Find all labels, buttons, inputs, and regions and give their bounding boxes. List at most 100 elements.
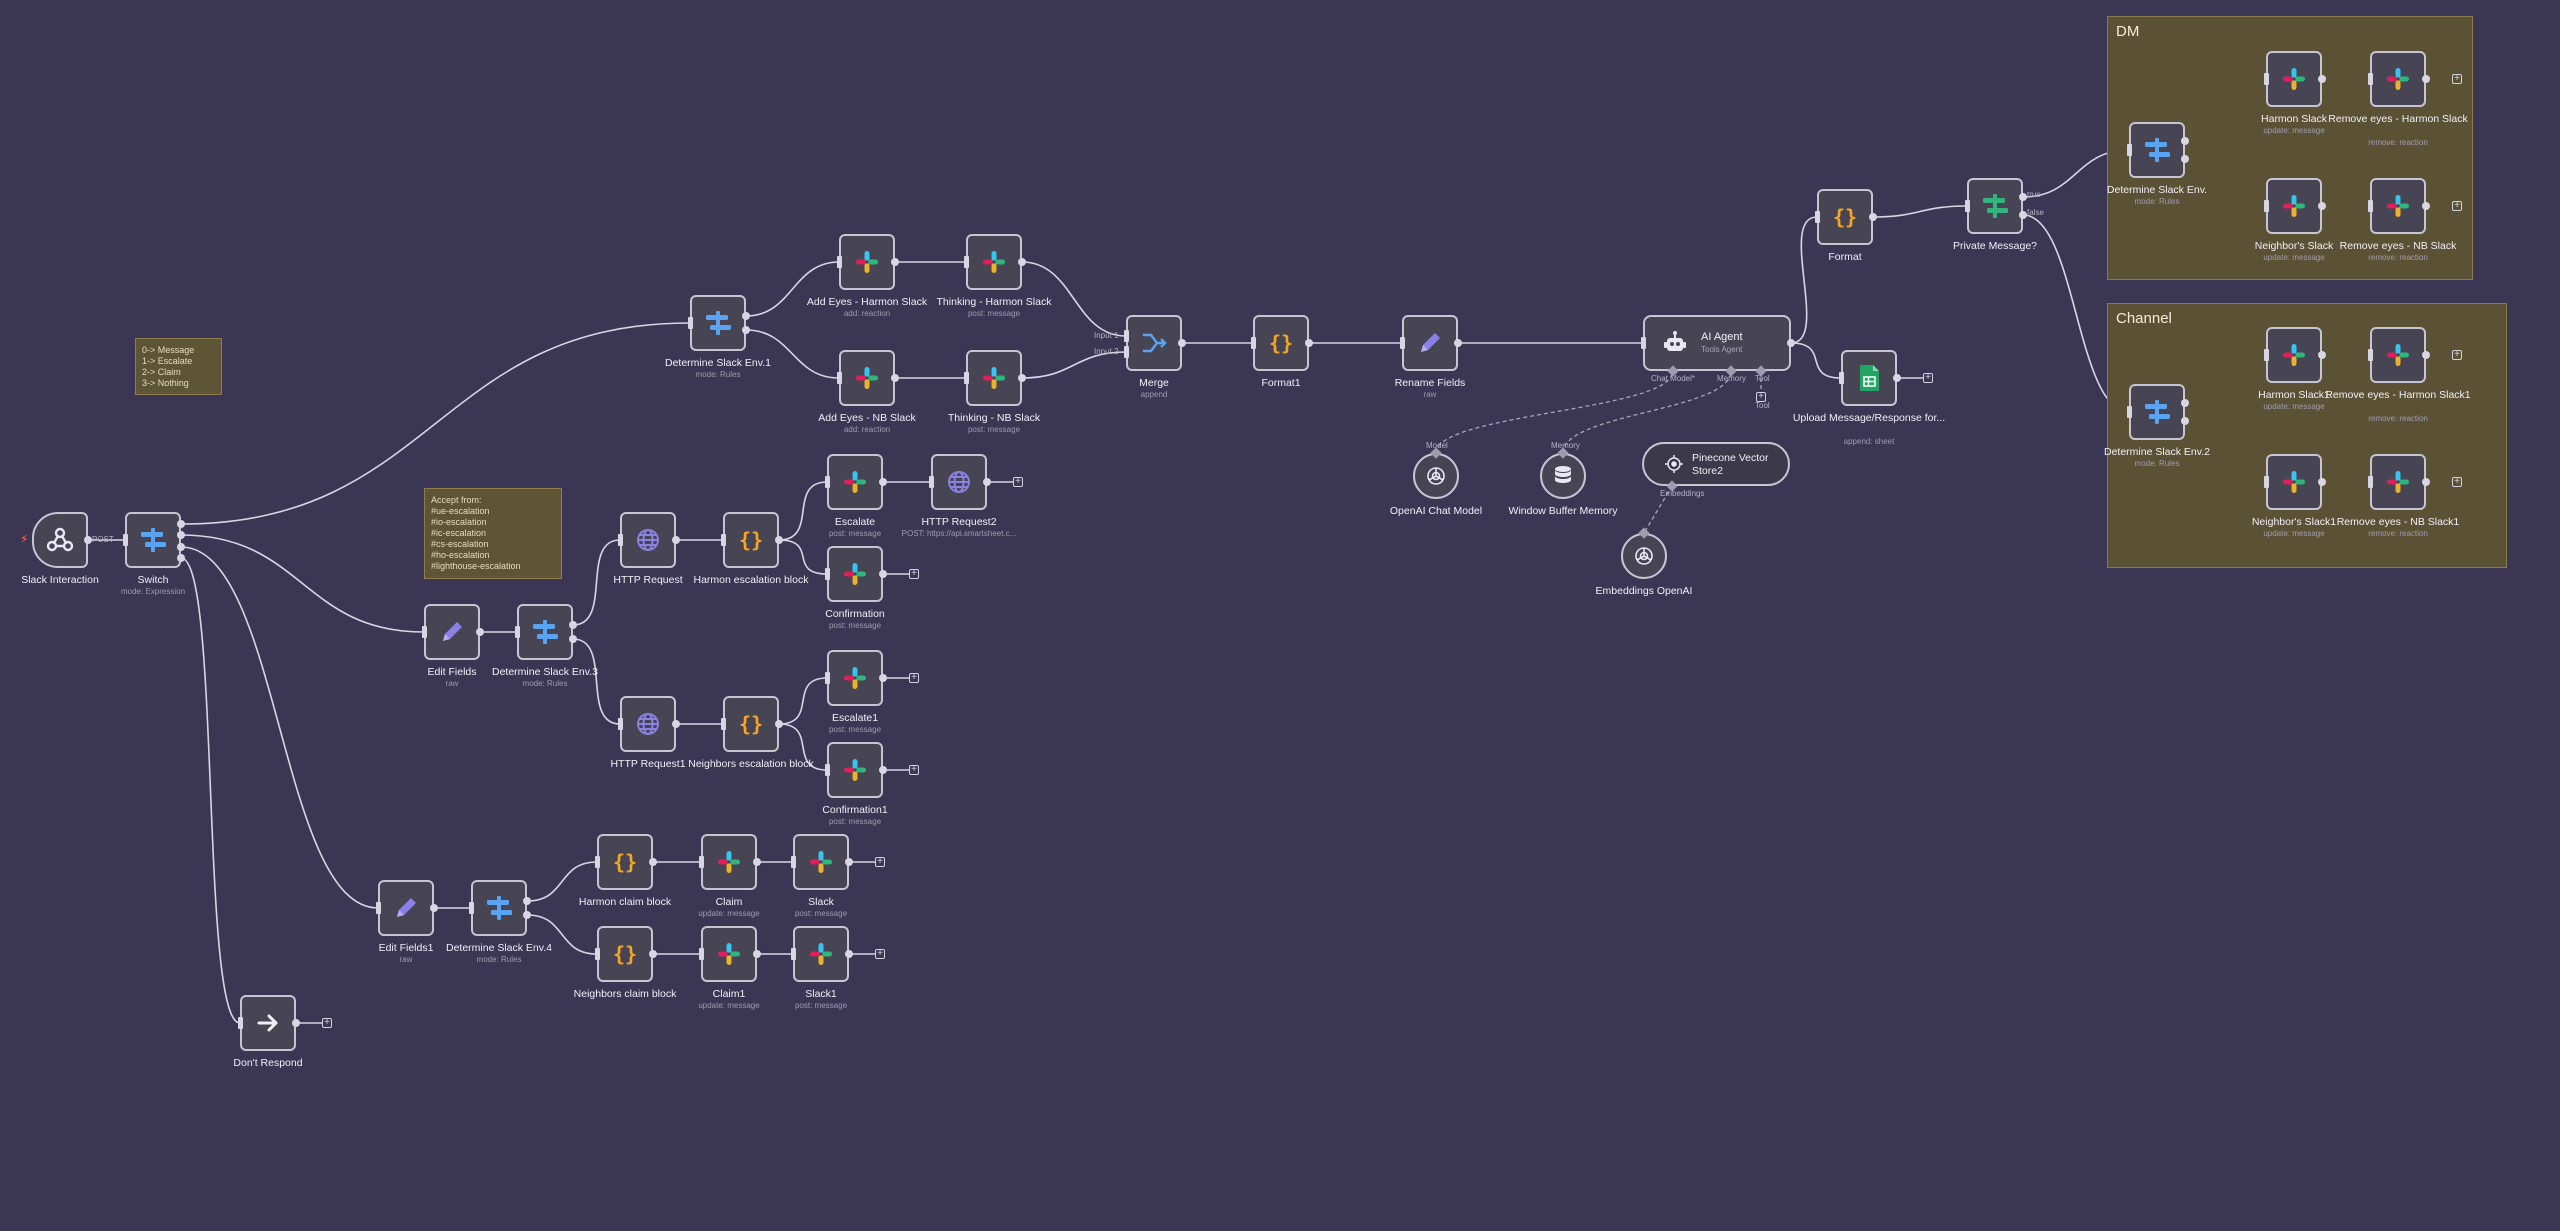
output-handle[interactable] bbox=[523, 911, 531, 919]
output-handle[interactable] bbox=[84, 536, 92, 544]
output-handle[interactable] bbox=[649, 858, 657, 866]
input-handle[interactable] bbox=[963, 372, 969, 384]
input-handle[interactable] bbox=[421, 626, 427, 638]
output-handle[interactable] bbox=[845, 950, 853, 958]
input-handle[interactable] bbox=[1123, 346, 1129, 358]
output-handle[interactable] bbox=[2318, 202, 2326, 210]
node-switch[interactable] bbox=[125, 512, 181, 568]
add-node-button[interactable]: + bbox=[909, 673, 919, 683]
add-node-button[interactable]: + bbox=[909, 765, 919, 775]
input-handle[interactable] bbox=[824, 476, 830, 488]
output-handle[interactable] bbox=[879, 674, 887, 682]
input-handle[interactable] bbox=[2367, 476, 2373, 488]
output-handle[interactable] bbox=[2318, 478, 2326, 486]
output-handle[interactable] bbox=[2181, 155, 2189, 163]
input-handle[interactable] bbox=[790, 856, 796, 868]
input-handle[interactable] bbox=[963, 256, 969, 268]
input-handle[interactable] bbox=[836, 256, 842, 268]
input-handle[interactable] bbox=[617, 718, 623, 730]
output-handle[interactable] bbox=[672, 536, 680, 544]
output-handle[interactable] bbox=[177, 554, 185, 562]
connection-ai-agent-format[interactable] bbox=[1790, 216, 1818, 344]
add-node-button[interactable]: + bbox=[322, 1018, 332, 1028]
output-handle[interactable] bbox=[2318, 351, 2326, 359]
node-det-env4[interactable] bbox=[471, 880, 527, 936]
input-handle[interactable] bbox=[2367, 200, 2373, 212]
node-http[interactable] bbox=[620, 512, 676, 568]
output-handle[interactable] bbox=[2422, 351, 2430, 359]
connection-switch-edit-fields1[interactable] bbox=[180, 546, 379, 909]
node-neighbors-slack1[interactable] bbox=[2266, 454, 2322, 510]
output-handle[interactable] bbox=[2181, 137, 2189, 145]
output-handle[interactable] bbox=[177, 543, 185, 551]
input-handle[interactable] bbox=[1814, 211, 1820, 223]
add-node-button[interactable]: + bbox=[2452, 350, 2462, 360]
output-handle[interactable] bbox=[1787, 339, 1795, 347]
node-det-env3[interactable] bbox=[517, 604, 573, 660]
output-handle[interactable] bbox=[2422, 75, 2430, 83]
add-node-button[interactable]: + bbox=[2452, 74, 2462, 84]
input-handle[interactable] bbox=[2263, 73, 2269, 85]
input-handle[interactable] bbox=[2263, 200, 2269, 212]
node-slack1[interactable] bbox=[793, 926, 849, 982]
add-node-button[interactable]: + bbox=[2452, 477, 2462, 487]
node-det-env2[interactable] bbox=[2129, 384, 2185, 440]
node-edit-fields1[interactable] bbox=[378, 880, 434, 936]
output-handle[interactable] bbox=[1018, 374, 1026, 382]
input-handle[interactable] bbox=[1838, 372, 1844, 384]
sticky-note[interactable]: Accept from: #ue-escalation #io-escalati… bbox=[424, 488, 562, 579]
output-handle[interactable] bbox=[292, 1019, 300, 1027]
input-handle[interactable] bbox=[720, 534, 726, 546]
node-emb-openai[interactable] bbox=[1621, 533, 1667, 579]
input-handle[interactable] bbox=[237, 1017, 243, 1029]
node-http2[interactable] bbox=[931, 454, 987, 510]
output-handle[interactable] bbox=[672, 720, 680, 728]
node-neighbors-claim[interactable]: {} bbox=[597, 926, 653, 982]
input-handle[interactable] bbox=[2367, 349, 2373, 361]
output-handle[interactable] bbox=[983, 478, 991, 486]
input-handle[interactable] bbox=[2263, 476, 2269, 488]
output-handle[interactable] bbox=[430, 904, 438, 912]
connection-switch-dont-respond[interactable] bbox=[180, 557, 241, 1024]
add-node-button[interactable]: + bbox=[1923, 373, 1933, 383]
output-handle[interactable] bbox=[742, 326, 750, 334]
output-handle[interactable] bbox=[891, 374, 899, 382]
node-pinecone[interactable]: Pinecone Vector Store2 bbox=[1642, 442, 1790, 486]
node-harmon-esc[interactable]: {} bbox=[723, 512, 779, 568]
input-handle[interactable] bbox=[790, 948, 796, 960]
node-thinking-nb[interactable] bbox=[966, 350, 1022, 406]
node-harmon-slack1[interactable] bbox=[2266, 327, 2322, 383]
node-det-env1[interactable] bbox=[690, 295, 746, 351]
input-handle[interactable] bbox=[836, 372, 842, 384]
output-handle[interactable] bbox=[2422, 478, 2430, 486]
input-handle[interactable] bbox=[594, 948, 600, 960]
node-claim1[interactable] bbox=[701, 926, 757, 982]
node-format[interactable]: {} bbox=[1817, 189, 1873, 245]
output-handle[interactable] bbox=[879, 766, 887, 774]
node-slack[interactable] bbox=[793, 834, 849, 890]
node-escalate1[interactable] bbox=[827, 650, 883, 706]
node-memory[interactable] bbox=[1540, 453, 1586, 499]
output-handle[interactable] bbox=[2181, 399, 2189, 407]
node-confirmation[interactable] bbox=[827, 546, 883, 602]
add-node-button[interactable]: + bbox=[875, 857, 885, 867]
input-handle[interactable] bbox=[375, 902, 381, 914]
input-handle[interactable] bbox=[1399, 337, 1405, 349]
output-handle[interactable] bbox=[1454, 339, 1462, 347]
node-format1[interactable]: {} bbox=[1253, 315, 1309, 371]
input-handle[interactable] bbox=[1123, 330, 1129, 342]
input-handle[interactable] bbox=[514, 626, 520, 638]
input-handle[interactable] bbox=[1250, 337, 1256, 349]
node-thinking-h[interactable] bbox=[966, 234, 1022, 290]
node-rm-eyes-h[interactable] bbox=[2370, 51, 2426, 107]
node-add-eyes-h[interactable] bbox=[839, 234, 895, 290]
node-rename[interactable] bbox=[1402, 315, 1458, 371]
node-claim[interactable] bbox=[701, 834, 757, 890]
input-handle[interactable] bbox=[1640, 337, 1646, 349]
node-upload[interactable] bbox=[1841, 350, 1897, 406]
node-rm-eyes-nb[interactable] bbox=[2370, 178, 2426, 234]
input-handle[interactable] bbox=[1964, 200, 1970, 212]
node-harmon-slack[interactable] bbox=[2266, 51, 2322, 107]
output-handle[interactable] bbox=[891, 258, 899, 266]
